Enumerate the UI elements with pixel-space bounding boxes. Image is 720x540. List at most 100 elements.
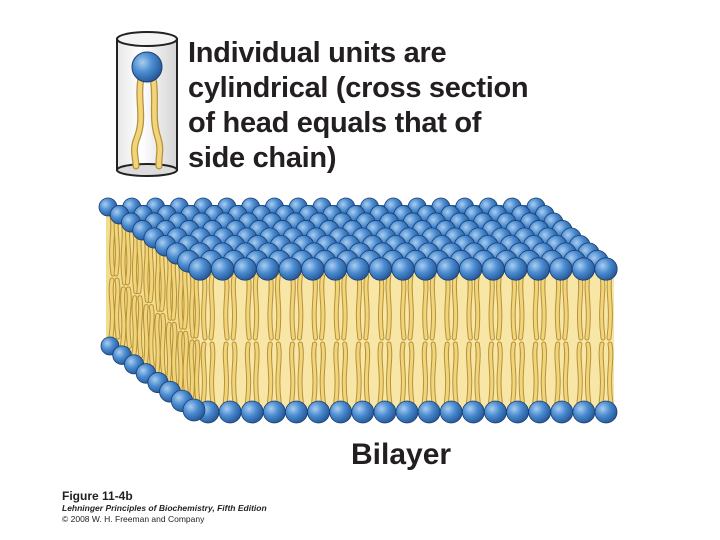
figure-number: Figure 11-4b <box>62 489 133 503</box>
lipid-tail <box>519 274 524 340</box>
lipid-tail <box>178 331 183 396</box>
heading-line: of head equals that of <box>188 107 482 139</box>
lipid-tail <box>189 340 194 405</box>
lipid-tail <box>312 274 318 340</box>
lipid-head <box>182 398 206 422</box>
lipid-tail <box>474 274 480 340</box>
lipid-tail <box>190 272 195 338</box>
heading-line: side chain) <box>188 142 337 174</box>
lipid-head <box>329 400 353 424</box>
lipid-tail <box>289 342 295 406</box>
bilayer-label: Bilayer <box>351 438 452 471</box>
lipid-tail <box>202 274 207 340</box>
lipid-head <box>285 400 308 424</box>
lipid-tail <box>555 342 560 406</box>
lipid-tail <box>342 274 347 340</box>
lipid-tail <box>356 342 361 406</box>
lipid-head <box>459 257 483 281</box>
lipid-tail <box>378 274 384 340</box>
lipid-tail <box>386 274 391 340</box>
lipid-tail <box>209 274 214 340</box>
lipid-tail <box>431 342 436 406</box>
lipid-tail <box>453 342 458 406</box>
lipid-tail <box>541 274 546 340</box>
lipid-cylinder-icon <box>116 31 178 177</box>
figure-credit: Figure 11-4b Lehninger Principles of Bio… <box>62 490 267 525</box>
lipid-tail <box>467 274 472 340</box>
lipid-tail <box>149 305 154 367</box>
lipid-tail <box>201 342 206 406</box>
lipid-tail <box>276 342 281 406</box>
lipid-tail <box>144 239 149 303</box>
lipid-tail <box>488 342 494 406</box>
lipid-tail <box>497 342 502 406</box>
lipid-tail <box>137 231 142 294</box>
lipid-tail <box>148 239 154 303</box>
lipid-head <box>240 400 264 424</box>
lipid-tail <box>585 274 590 340</box>
lipid-head <box>391 257 415 281</box>
lipid-tail <box>364 342 370 406</box>
lipid-head <box>218 400 242 424</box>
lipid-tail <box>430 274 436 340</box>
lipid-head <box>346 257 370 281</box>
lipid-tail <box>386 342 392 406</box>
lipid-tail <box>511 342 516 406</box>
lipid-tail <box>409 342 414 406</box>
lipid-tail <box>600 274 605 340</box>
lipid-tail <box>183 264 188 329</box>
lipid-tail <box>320 274 325 340</box>
lipid-tail <box>533 274 539 340</box>
lipid-tail <box>466 342 472 406</box>
lipid-tail <box>496 274 502 340</box>
lipid-tail <box>297 274 303 340</box>
lipid-head <box>368 257 393 281</box>
lipid-head <box>307 400 330 424</box>
lipid-tail <box>563 274 568 340</box>
lipid-tail <box>541 342 547 406</box>
lipid-tail <box>132 296 137 358</box>
lipid-tail <box>511 274 517 340</box>
lipid-tail <box>232 342 237 406</box>
lipid-head <box>550 400 574 424</box>
lipid-tail <box>444 342 450 406</box>
lipid-tail <box>320 342 326 406</box>
lipid-tail <box>254 342 259 406</box>
lipid-head <box>210 257 235 281</box>
lipid-tail <box>210 342 215 406</box>
lipid-tail <box>166 322 172 386</box>
lipid-tail <box>533 342 538 406</box>
lipid-head <box>413 257 438 281</box>
lipid-tail <box>608 342 613 406</box>
lipid-head <box>373 400 397 424</box>
lipid-tail <box>599 342 604 406</box>
lipid-tail <box>364 274 369 340</box>
lipid-head <box>417 400 441 424</box>
book-title: Lehninger Principles of Biochemistry, Fi… <box>62 503 267 513</box>
lipid-head <box>256 257 280 281</box>
front-bottom-heads <box>196 400 618 424</box>
lipid-tail <box>408 274 413 340</box>
lipid-tail <box>167 255 172 320</box>
lipid-tail <box>563 342 569 406</box>
lipid-tail <box>475 342 480 406</box>
lipid-tail <box>378 342 383 406</box>
lipid-tail <box>110 214 115 276</box>
lipid-tail <box>268 274 273 340</box>
lipid-tail <box>401 274 406 340</box>
lipid-tail <box>178 264 184 329</box>
lipid-tail <box>423 274 428 340</box>
lipid-tail <box>400 342 405 406</box>
lipid-tail <box>224 274 229 340</box>
lipid-tail <box>183 331 189 396</box>
lipid-tail <box>267 342 273 406</box>
lipid-tail <box>195 340 200 405</box>
lipid-tail <box>125 222 131 285</box>
lipid-tail <box>194 272 199 338</box>
copyright: © 2008 W. H. Freeman and Company <box>62 514 205 524</box>
lipid-tail <box>231 274 237 340</box>
lipid-head <box>528 400 552 424</box>
lipid-head <box>439 400 463 424</box>
lipid-tail <box>445 274 450 340</box>
lipid-tail <box>356 274 362 340</box>
